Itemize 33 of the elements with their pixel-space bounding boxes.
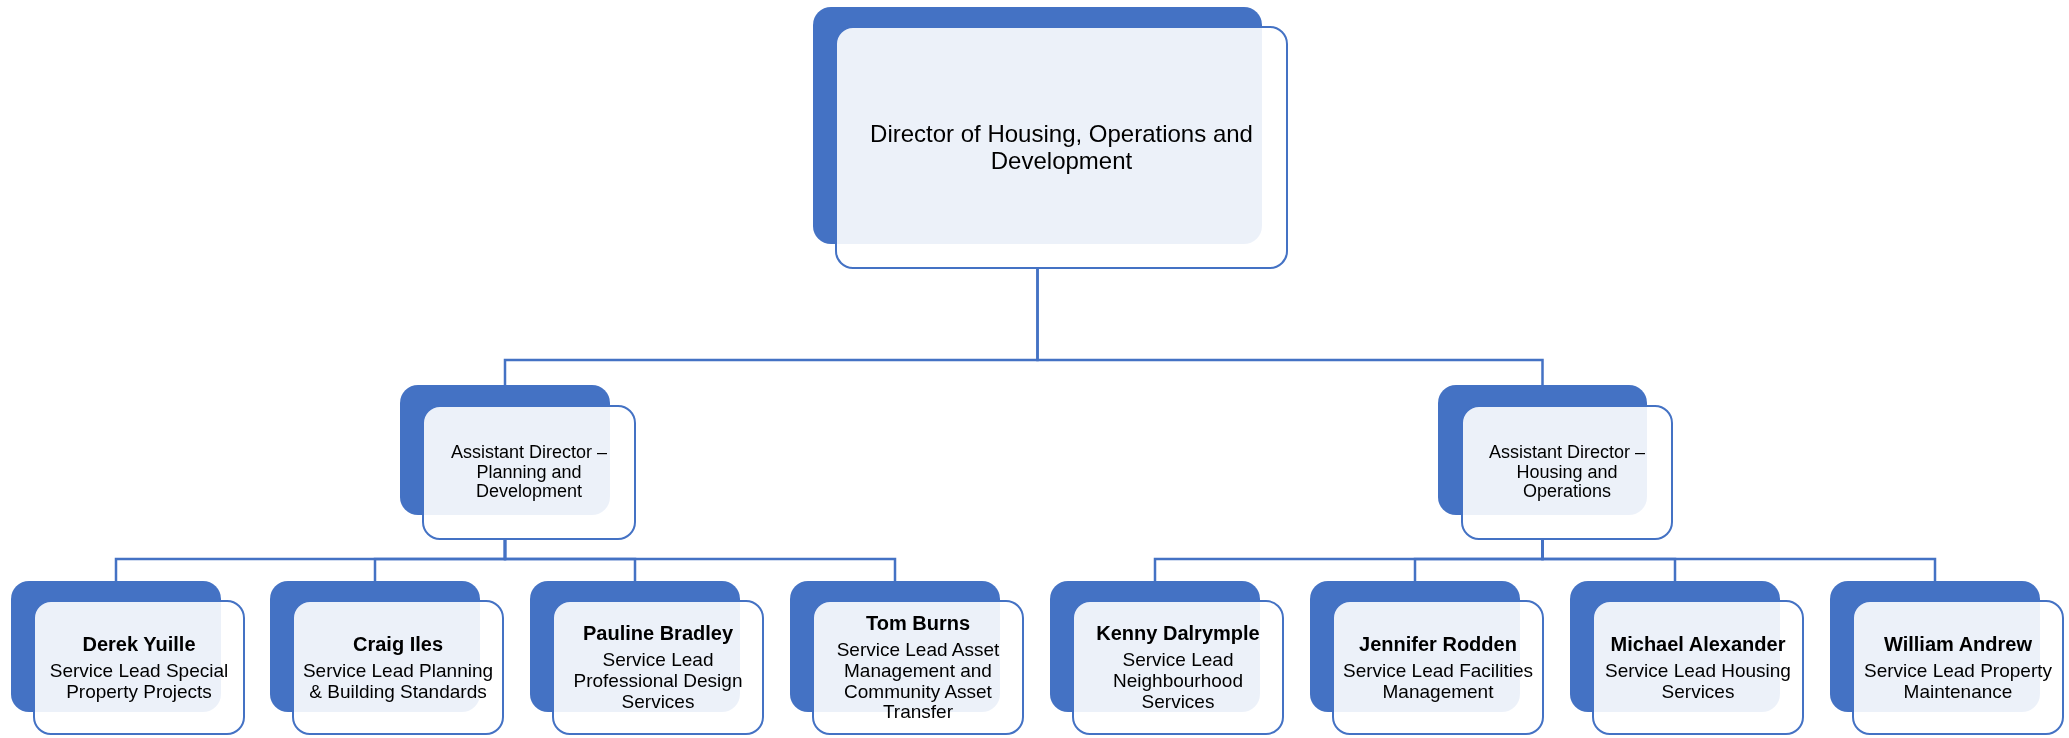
org-box — [1461, 405, 1673, 540]
org-box — [1592, 600, 1804, 735]
role-title: Assistant Director – Planning and Development — [449, 442, 609, 503]
org-box — [812, 600, 1024, 735]
person-name: Kenny Dalrymple — [1096, 622, 1260, 645]
org-box — [1332, 600, 1544, 735]
org-box — [1072, 600, 1284, 735]
person-name: Tom Burns — [865, 611, 971, 634]
role-title: Service Lead Housing Services — [1604, 660, 1792, 703]
role-title: Service Lead Neighbourhood Services — [1112, 650, 1244, 713]
org-box — [552, 600, 764, 735]
role-title: Service Lead Asset Management and Community Asset Transfer — [835, 639, 1001, 724]
connector-line — [1036, 269, 1544, 385]
org-box — [1852, 600, 2064, 735]
role-title: Service Lead Facilities Management — [1342, 660, 1534, 703]
person-name: Craig Iles — [352, 632, 443, 655]
role-title: Service Lead Planning & Building Standards — [302, 660, 494, 703]
person-name: William Andrew — [1884, 632, 2032, 655]
connector-line — [503, 540, 897, 581]
role-title: Director of Housing, Operations and Development — [869, 121, 1254, 174]
person-name: Jennifer Rodden — [1359, 632, 1517, 655]
role-title: Service Lead Property Maintenance — [1863, 660, 2053, 703]
role-title: Service Lead Special Property Projects — [48, 660, 230, 703]
role-title: Assistant Director – Housing and Operations — [1487, 442, 1647, 503]
role-title: Service Lead Professional Design Services — [572, 650, 744, 713]
org-box — [33, 600, 245, 735]
person-name: Derek Yuille — [82, 632, 196, 655]
connector-line — [1541, 540, 1937, 581]
person-name: Michael Alexander — [1610, 632, 1786, 655]
org-box — [292, 600, 504, 735]
org-box — [835, 26, 1288, 269]
person-name: Pauline Bradley — [582, 622, 734, 645]
org-box — [422, 405, 636, 540]
